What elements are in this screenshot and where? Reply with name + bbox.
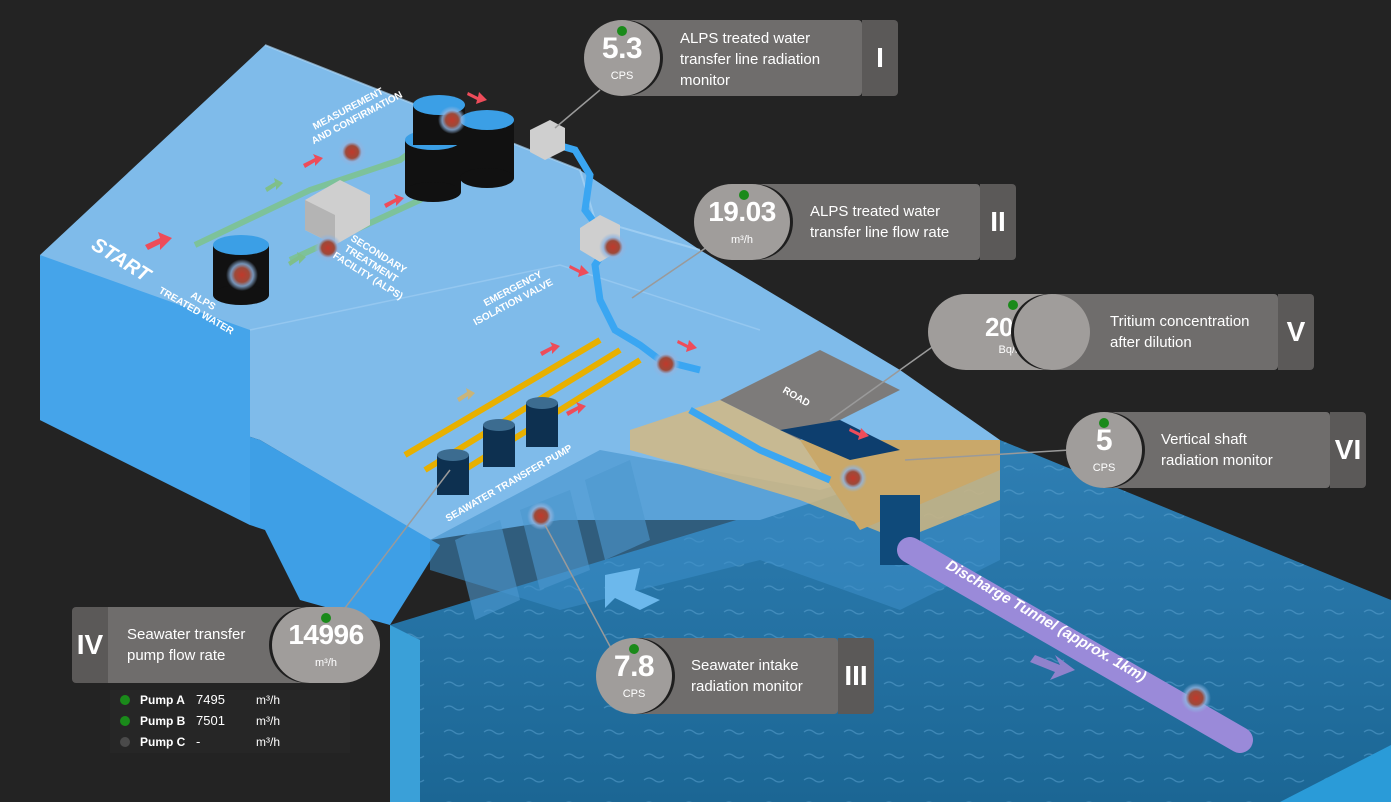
leader-lines bbox=[344, 89, 1071, 651]
monitor-iv-title-1: Seawater transfer bbox=[127, 626, 246, 643]
monitor-iii-title-1: Seawater intake bbox=[691, 657, 799, 674]
pump-a-name: Pump A bbox=[140, 693, 185, 707]
pump-b-name: Pump B bbox=[140, 714, 186, 728]
pump-b-unit: m³/h bbox=[256, 714, 280, 728]
monitor-card-vi[interactable]: Vertical shaft radiation monitor VI 5 CP… bbox=[1066, 412, 1366, 488]
land-block bbox=[40, 44, 1000, 625]
status-indicator bbox=[617, 26, 627, 36]
monitor-iv-value: 14996 bbox=[288, 619, 364, 650]
monitor-vi-title-1: Vertical shaft bbox=[1161, 431, 1247, 448]
monitor-card-iv[interactable]: IV Seawater transfer pump flow rate 1499… bbox=[72, 607, 382, 683]
monitor-iii-roman: III bbox=[838, 638, 874, 714]
pump-c-value: - bbox=[196, 734, 201, 749]
tank-measure-1 bbox=[405, 130, 461, 202]
tanks bbox=[213, 95, 558, 495]
monitor-card-ii[interactable]: ALPS treated water transfer line flow ra… bbox=[694, 184, 1016, 260]
status-indicator bbox=[1008, 300, 1018, 310]
monitor-i-title-2: transfer line radiation bbox=[680, 51, 821, 68]
status-indicator bbox=[739, 190, 749, 200]
monitor-iv-gauge: 14996 m³/h bbox=[272, 607, 380, 683]
pump-a-status-icon bbox=[120, 695, 130, 705]
pump-c-unit: m³/h bbox=[256, 735, 280, 749]
monitor-i-gauge: 5.3 CPS bbox=[584, 20, 660, 96]
monitor-i-unit: CPS bbox=[610, 70, 634, 82]
list-item: Pump A 7495 m³/h bbox=[110, 690, 350, 711]
tank-measure-3 bbox=[460, 110, 514, 188]
pump-drums bbox=[437, 397, 558, 495]
pump-a-unit: m³/h bbox=[256, 693, 280, 707]
status-indicator bbox=[1099, 418, 1109, 428]
monitor-v-gauge-cap bbox=[1014, 294, 1090, 370]
monitor-iv-title-2: pump flow rate bbox=[127, 647, 226, 664]
pump-c-name: Pump C bbox=[140, 735, 186, 749]
monitor-i-roman: I bbox=[862, 20, 898, 96]
monitor-iii-unit: CPS bbox=[622, 688, 646, 700]
pump-c-status-icon bbox=[120, 737, 130, 747]
monitor-card-v[interactable]: 209 Bq/l Tritium concentration after dil… bbox=[928, 294, 1316, 370]
monitor-vi-gauge: 5 CPS bbox=[1066, 412, 1142, 488]
status-indicator bbox=[321, 613, 331, 623]
monitor-i-title-1: ALPS treated water bbox=[680, 30, 811, 47]
status-indicator bbox=[629, 644, 639, 654]
monitor-vi-value: 5 bbox=[1095, 424, 1113, 457]
monitor-vi-title-2: radiation monitor bbox=[1161, 452, 1273, 469]
monitor-ii-value: 19.03 bbox=[708, 196, 776, 227]
monitor-card-i[interactable]: ALPS treated water transfer line radiati… bbox=[584, 20, 900, 96]
list-item: Pump B 7501 m³/h bbox=[110, 711, 350, 732]
monitor-points bbox=[226, 106, 1211, 713]
pump-b-value: 7501 bbox=[196, 713, 225, 728]
list-item: Pump C - m³/h bbox=[110, 732, 350, 753]
monitor-v-title-1: Tritium concentration bbox=[1110, 313, 1250, 330]
monitor-v-roman: V bbox=[1278, 294, 1314, 370]
monitor-ii-unit: m³/h bbox=[731, 234, 753, 246]
monitor-iv-roman: IV bbox=[72, 607, 108, 683]
monitor-iii-gauge: 7.8 CPS bbox=[596, 638, 672, 714]
intake-channels bbox=[455, 460, 660, 620]
monitor-v-unit: Bq/l bbox=[998, 344, 1018, 356]
monitor-ii-roman: II bbox=[980, 184, 1016, 260]
monitor-vi-roman: VI bbox=[1330, 412, 1366, 488]
pump-list: Pump A 7495 m³/h Pump B 7501 m³/h Pump C… bbox=[110, 690, 350, 753]
monitor-iv-unit: m³/h bbox=[315, 657, 337, 669]
flow-arrows bbox=[145, 92, 869, 440]
monitor-vi-unit: CPS bbox=[1092, 462, 1116, 474]
pump-b-status-icon bbox=[120, 716, 130, 726]
green-arrows bbox=[265, 178, 475, 402]
monitor-iii-title-2: radiation monitor bbox=[691, 678, 803, 695]
monitor-i-value: 5.3 bbox=[601, 32, 643, 65]
monitor-iii-value: 7.8 bbox=[613, 650, 655, 683]
monitor-ii-title-2: transfer line flow rate bbox=[810, 224, 950, 241]
monitor-i-title-3: monitor bbox=[680, 72, 731, 89]
monitor-v-title-2: after dilution bbox=[1110, 334, 1192, 351]
monitor-ii-gauge: 19.03 m³/h bbox=[694, 184, 790, 260]
pump-a-value: 7495 bbox=[196, 692, 225, 707]
monitor-card-iii[interactable]: Seawater intake radiation monitor III 7.… bbox=[596, 638, 874, 714]
monitor-ii-title-1: ALPS treated water bbox=[810, 203, 941, 220]
